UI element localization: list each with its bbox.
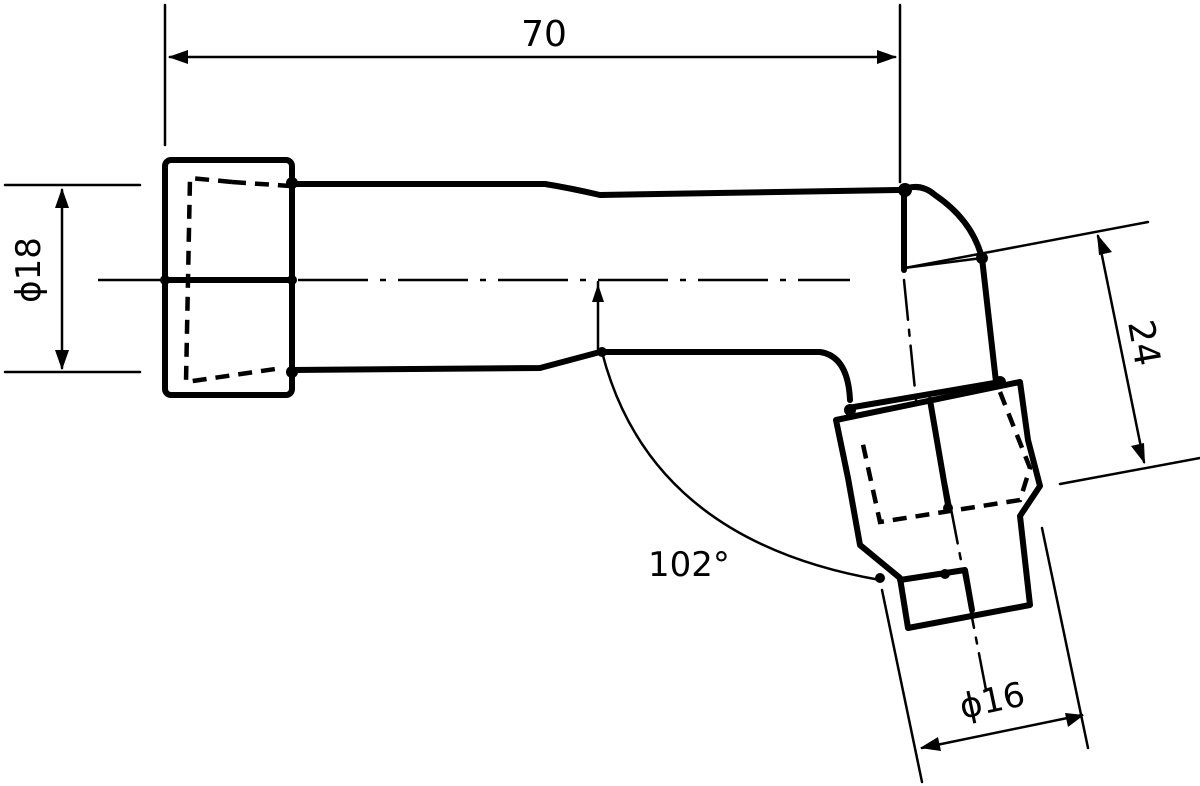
dimension-length: [163, 3, 902, 184]
dimension-offset-label: 24: [1119, 317, 1167, 369]
dimension-angle: [592, 280, 882, 582]
dimension-outlet-diameter-label: ϕ16: [956, 675, 1029, 728]
dimension-outlet-diameter: [880, 526, 1090, 784]
inlet-cap: [160, 157, 298, 398]
dimension-inlet-diameter: [3, 183, 142, 374]
dimension-offset: [903, 220, 1200, 486]
dimension-length-label: 70: [521, 14, 567, 55]
dimension-angle-label: 102°: [648, 545, 730, 585]
dimension-inlet-diameter-label: ϕ18: [9, 237, 49, 303]
center-lines: [98, 278, 988, 692]
elbow: [898, 183, 999, 385]
outlet-nut: [833, 376, 1043, 631]
tube-body: [289, 181, 903, 403]
